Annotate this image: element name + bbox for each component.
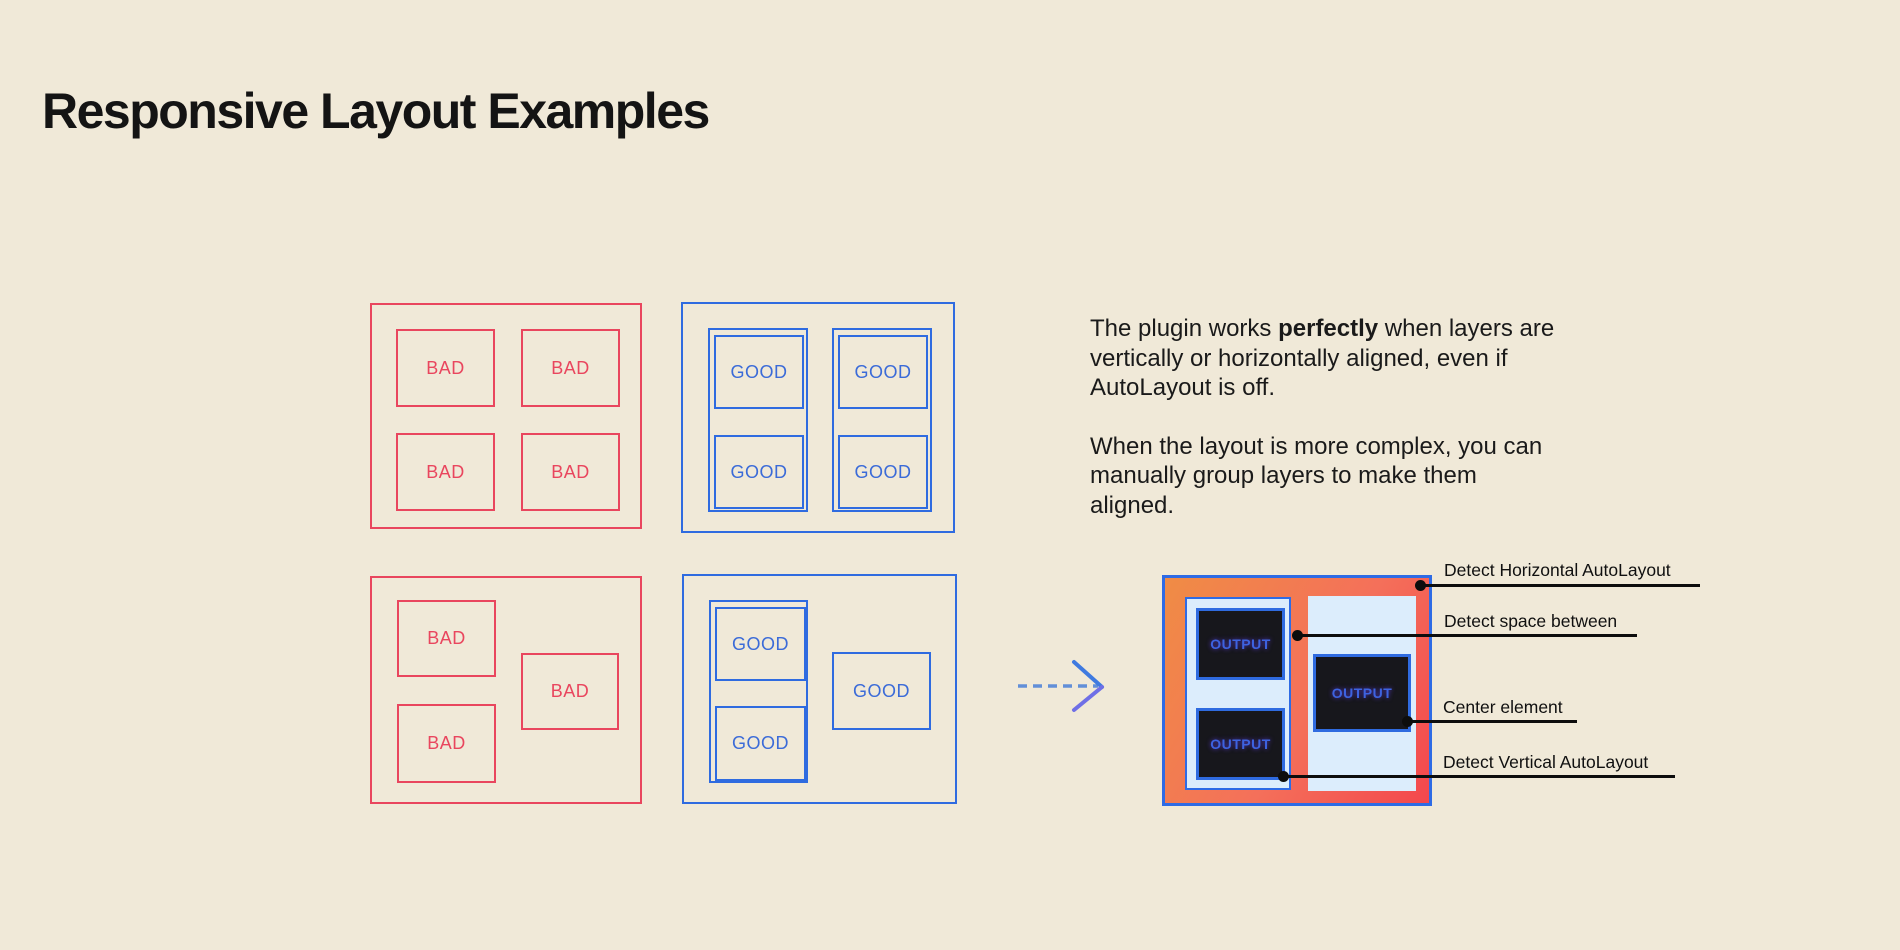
description-bold-run: perfectly [1278, 315, 1379, 342]
good-column-wrapper: GOOD GOOD [709, 600, 808, 783]
output-box: OUTPUT [1313, 654, 1411, 732]
bad-box: BAD [397, 704, 496, 783]
good-box: GOOD [715, 607, 806, 681]
annotation-leader-line [1407, 720, 1577, 723]
annotation-label: Center element [1443, 697, 1563, 717]
page-title: Responsive Layout Examples [42, 82, 710, 139]
annotation-leader-line [1283, 775, 1675, 778]
good-column-wrapper: GOOD GOOD [708, 328, 808, 512]
output-center-column: OUTPUT [1308, 596, 1416, 791]
description-text-run: when layers are vertically or horizontal… [1090, 315, 1555, 401]
annotation-label: Detect space between [1444, 611, 1618, 631]
output-vertical-autolayout-column: OUTPUT OUTPUT [1185, 597, 1291, 790]
good-box: GOOD [832, 652, 931, 730]
good-box: GOOD [838, 435, 928, 509]
annotation-leader-line [1420, 584, 1700, 587]
description-text: The plugin works perfectly when layers a… [1090, 314, 1560, 549]
good-box: GOOD [838, 335, 928, 409]
annotation-label: Detect Vertical AutoLayout [1443, 752, 1649, 772]
output-result-panel: OUTPUT OUTPUT OUTPUT [1162, 575, 1432, 806]
description-text-run: The plugin works [1090, 315, 1279, 342]
good-box: GOOD [714, 335, 804, 409]
annotation-label: Detect Horizontal AutoLayout [1444, 560, 1671, 580]
description-paragraph-1: The plugin works perfectly when layers a… [1090, 314, 1560, 403]
good-box: GOOD [714, 435, 804, 509]
good-example-aligned-group: GOOD GOOD GOOD GOOD [681, 302, 955, 533]
bad-box: BAD [397, 600, 496, 677]
bad-box: BAD [396, 329, 495, 407]
output-box: OUTPUT [1196, 708, 1285, 780]
good-example-staggered-group: GOOD GOOD GOOD [682, 574, 957, 804]
good-box: GOOD [715, 706, 806, 781]
bad-box: BAD [521, 329, 620, 407]
bad-box: BAD [521, 433, 620, 511]
description-paragraph-2: When the layout is more complex, you can… [1090, 432, 1543, 519]
arrow-right-icon [1018, 660, 1104, 712]
bad-box: BAD [396, 433, 495, 511]
bad-example-staggered-group: BAD BAD BAD [370, 576, 642, 804]
good-column-wrapper: GOOD GOOD [832, 328, 932, 512]
output-box: OUTPUT [1196, 608, 1285, 680]
annotation-leader-line [1297, 634, 1637, 637]
bad-example-aligned-group: BAD BAD BAD BAD [370, 303, 642, 529]
bad-box: BAD [521, 653, 619, 730]
